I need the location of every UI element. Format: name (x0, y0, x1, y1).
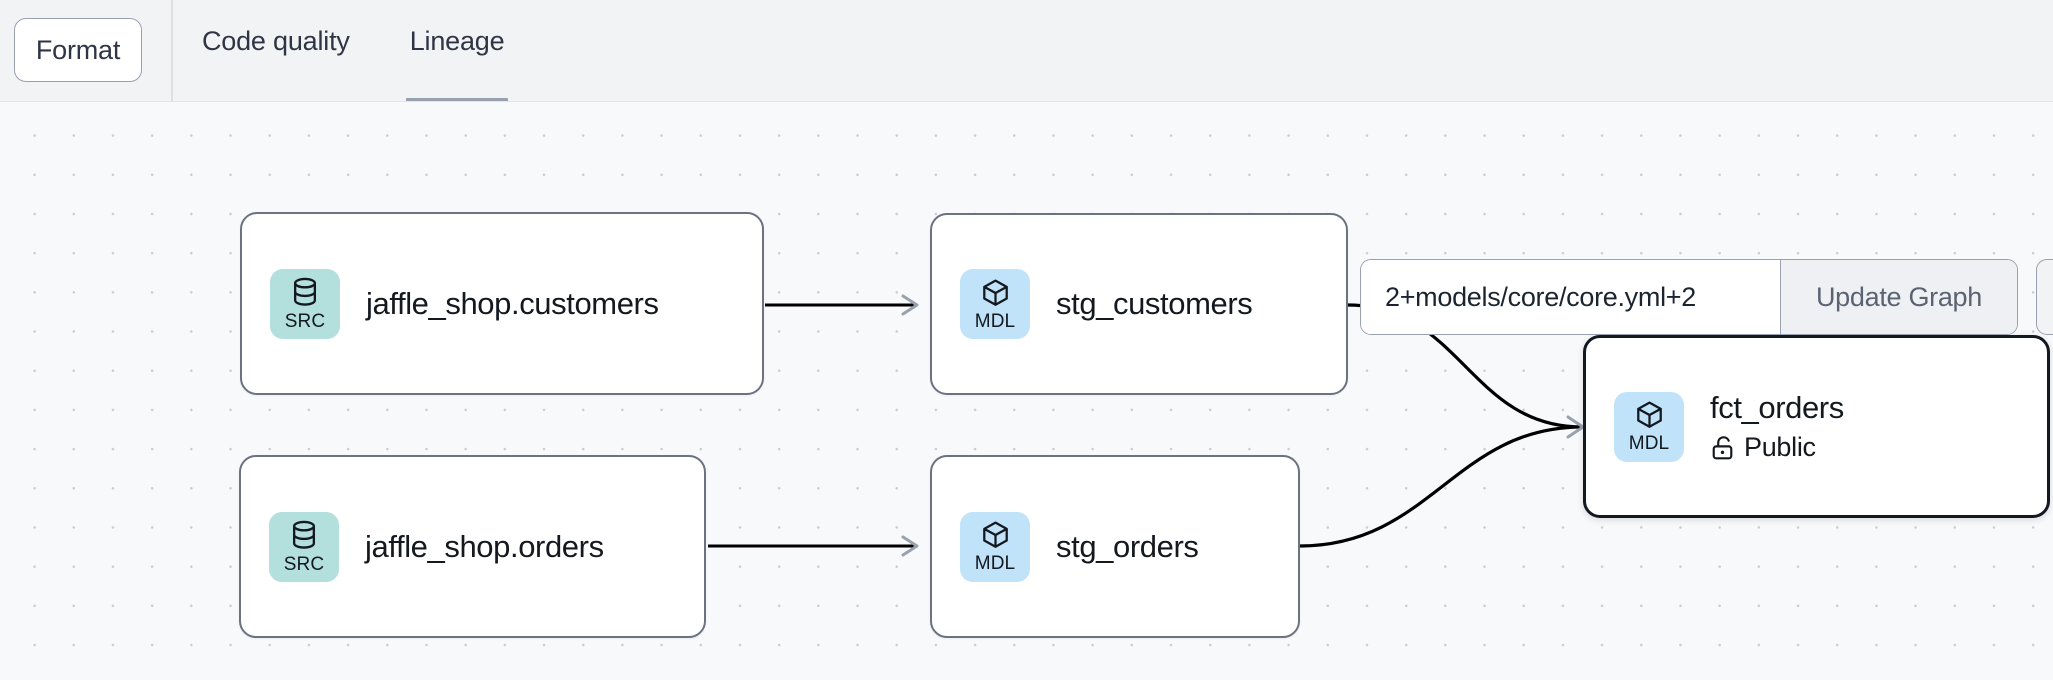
node-badge-src: SRC (270, 268, 340, 339)
tab-bar: Code quality Lineage (172, 0, 534, 102)
lineage-node-stg-orders[interactable]: MDL stg_orders (930, 455, 1300, 638)
node-body: jaffle_shop.customers (366, 286, 659, 322)
node-body: stg_orders (1056, 528, 1199, 565)
tab-code-quality-label: Code quality (202, 25, 350, 56)
lineage-canvas[interactable]: SRC jaffle_shop.customers MDL stg_custom… (0, 102, 2053, 680)
tab-code-quality[interactable]: Code quality (172, 0, 380, 102)
arrowhead-fct-orders (1566, 415, 1585, 439)
node-title: jaffle_shop.orders (365, 528, 604, 564)
cube-icon (1636, 401, 1662, 428)
update-graph-button[interactable]: Update Graph (1780, 260, 2017, 334)
node-title: jaffle_shop.customers (366, 285, 659, 321)
node-badge-mdl: MDL (1614, 391, 1684, 462)
lineage-node-jaffle-shop-orders[interactable]: SRC jaffle_shop.orders (239, 455, 706, 638)
arrowhead-stg-orders (901, 535, 919, 557)
graph-selector-input[interactable] (1361, 260, 1780, 334)
arrowhead-stg-customers (901, 294, 919, 316)
node-title: stg_orders (1056, 528, 1199, 564)
node-badge-label: MDL (1628, 433, 1670, 454)
database-icon (292, 520, 316, 549)
node-badge-label: SRC (283, 553, 325, 575)
canvas-side-control[interactable] (2036, 259, 2053, 335)
tab-lineage-label: Lineage (409, 25, 505, 56)
database-icon (293, 277, 317, 306)
lineage-node-jaffle-shop-customers[interactable]: SRC jaffle_shop.customers (240, 212, 764, 395)
node-body: jaffle_shop.orders (365, 529, 604, 565)
toolbar-header: Format Code quality Lineage (0, 0, 2053, 103)
format-button[interactable]: Format (14, 18, 142, 82)
cube-icon (982, 278, 1008, 306)
node-badge-mdl: MDL (960, 269, 1030, 339)
node-badge-mdl: MDL (960, 511, 1030, 582)
edge-stg-orders-to-fct-orders (1299, 425, 1583, 548)
node-badge-src: SRC (269, 511, 339, 582)
cube-icon (982, 521, 1008, 548)
node-title: stg_customers (1056, 286, 1253, 322)
header-bottom-border (0, 101, 2053, 103)
node-badge-label: SRC (284, 310, 326, 332)
node-body: stg_customers (1056, 286, 1253, 322)
node-badge-label: MDL (974, 553, 1016, 574)
lineage-node-stg-customers[interactable]: MDL stg_customers (930, 213, 1348, 395)
graph-selector-toolbar: Update Graph (1360, 259, 2018, 335)
format-zone: Format (0, 0, 172, 102)
node-badge-label: MDL (974, 310, 1016, 332)
node-access-badge: Public (1710, 432, 1844, 463)
node-title: fct_orders (1710, 390, 1844, 426)
unlock-icon (1712, 436, 1733, 460)
tab-lineage[interactable]: Lineage (380, 0, 535, 102)
header-divider (171, 0, 173, 102)
lineage-node-fct-orders[interactable]: MDL fct_orders Public (1583, 335, 2050, 518)
node-body: fct_orders Public (1710, 390, 1844, 463)
node-access-label: Public (1744, 431, 1816, 462)
